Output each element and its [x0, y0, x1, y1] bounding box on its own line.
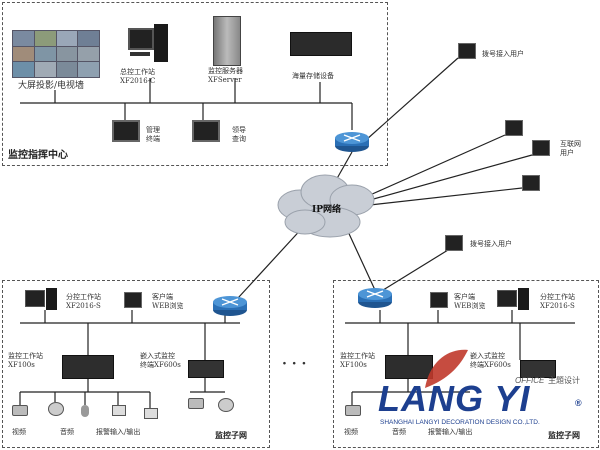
mon-station-label-left: 监控工作站 XF100s [8, 352, 43, 369]
storage-icon [290, 32, 352, 56]
dial-user-label-mid: 拨号接入用户 [470, 240, 512, 248]
mgmt-terminal-label: 管理 终端 [146, 126, 160, 143]
audio-label-left: 音频 [60, 428, 74, 436]
watermark-cn: 主題设计 [548, 376, 580, 385]
more-subnets-ellipsis: · · · [282, 356, 307, 372]
router-icon-left [213, 296, 247, 316]
audio-label-right: 音频 [392, 428, 406, 436]
router-icon-center [335, 132, 369, 152]
control-center-title: 监控指挥中心 [8, 150, 68, 161]
embedded-label-left: 嵌入式监控 终端XF600s [140, 352, 181, 369]
leader-query-label: 领导 查询 [232, 126, 246, 143]
router-icon-right [358, 288, 392, 308]
camera-icon-right [345, 405, 361, 416]
client-web-icon-right [430, 292, 448, 308]
mgmt-terminal-icon [112, 120, 140, 142]
alarm-label-left: 报警输入/输出 [96, 428, 141, 436]
alarm-sensor-icon-left [112, 405, 126, 416]
storage-label: 海量存储设备 [292, 72, 334, 80]
remote-pc-icon-1 [505, 120, 523, 136]
dial-user-icon-mid [445, 235, 463, 251]
dome-camera-icon-left-2 [218, 398, 234, 412]
internet-user-label: 互联网 用户 [560, 140, 581, 157]
video-wall-icon [12, 30, 100, 78]
watermark-company: SHANGHAI LANGYI DECORATION DESIGN CO.,LT… [380, 419, 540, 426]
camera-icon-left-2 [188, 398, 204, 409]
dvr-icon-right [385, 355, 433, 379]
dial-user-label-top: 拨号接入用户 [482, 50, 524, 58]
alarm-device-icon-left [144, 408, 158, 419]
dvr-icon-left [62, 355, 114, 379]
remote-pc-icon-2 [532, 140, 550, 156]
client-web-icon-left [124, 292, 142, 308]
watermark-reg: ® [575, 398, 582, 408]
workstation-icon [128, 24, 168, 66]
branch-station-icon-right [497, 288, 529, 310]
watermark-office: OFFICE [515, 376, 545, 385]
remote-pc-icon-3 [522, 175, 540, 191]
branch-station-icon-left [25, 288, 57, 310]
watermark-brand: LANG YI [378, 378, 531, 419]
embedded-label-right: 嵌入式监控 终端XF600s [470, 352, 511, 369]
dial-user-icon-top [458, 43, 476, 59]
master-station-label: 总控工作站 XF2016-C [120, 68, 156, 85]
ip-network-label: IP网络 [312, 205, 341, 215]
client-web-label-left: 客户端 WEB浏览 [152, 293, 184, 310]
server-label: 监控服务器 XFServer [208, 67, 243, 84]
branch-station-label-right: 分控工作站 XF2016-S [540, 293, 575, 310]
video-label-right: 视频 [344, 428, 358, 436]
mon-station-label-right: 监控工作站 XF100s [340, 352, 375, 369]
microphone-icon-left [81, 405, 89, 417]
video-wall-label: 大屏投影/电视墙 [18, 81, 85, 91]
server-icon [213, 16, 241, 66]
client-web-label-right: 客户端 WEB浏览 [454, 293, 486, 310]
leader-query-icon [192, 120, 220, 142]
video-label-left: 视频 [12, 428, 26, 436]
alarm-label-right: 报警输入/输出 [428, 428, 473, 436]
dome-camera-icon-left [48, 402, 64, 416]
branch-station-label-left: 分控工作站 XF2016-S [66, 293, 101, 310]
embedded-terminal-icon-right [520, 360, 556, 378]
subnet-left-title: 监控子网 [215, 430, 247, 440]
ip-network-cloud [277, 174, 375, 238]
subnet-right-title: 监控子网 [548, 430, 580, 440]
embedded-terminal-icon-left [188, 360, 224, 378]
camera-icon-left [12, 405, 28, 416]
